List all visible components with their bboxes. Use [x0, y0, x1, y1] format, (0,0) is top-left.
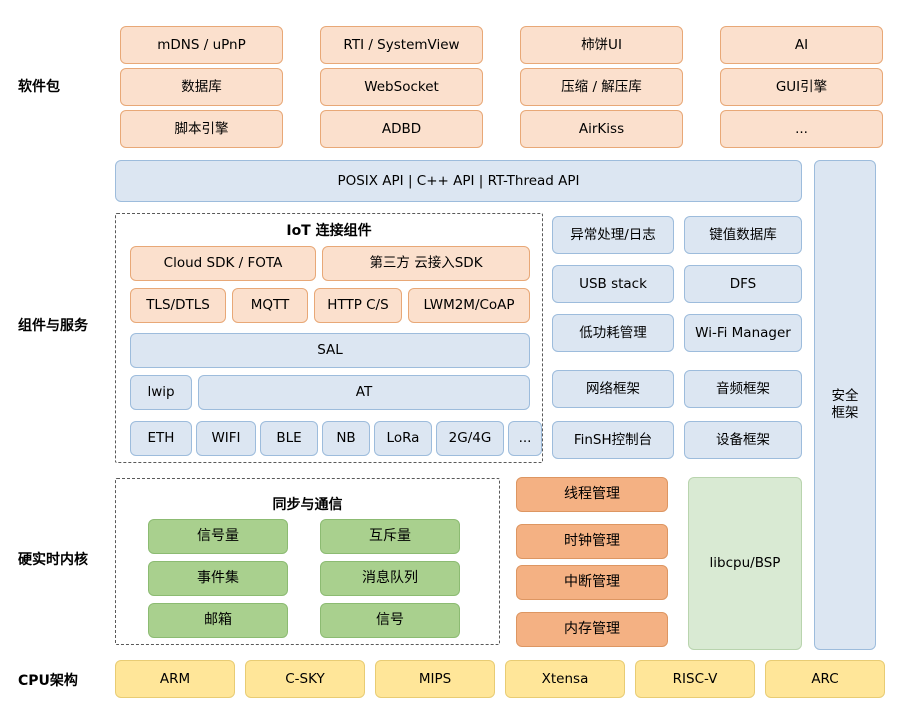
iot-connect-title: IoT 连接组件	[286, 223, 372, 239]
component-network-framework[interactable]: 网络框架	[552, 370, 674, 408]
layer-label-software-packages: 软件包	[18, 79, 60, 95]
sync-communication-group	[115, 478, 500, 645]
layer-label-cpu-arch: CPU架构	[18, 673, 78, 689]
cpu-csky[interactable]: C-SKY	[245, 660, 365, 698]
component-finsh-console[interactable]: FinSH控制台	[552, 421, 674, 459]
iot-tls-dtls[interactable]: TLS/DTLS	[130, 288, 226, 323]
package-script-engine[interactable]: 脚本引擎	[120, 110, 283, 148]
iot-more[interactable]: ...	[508, 421, 542, 456]
component-wifi-manager[interactable]: Wi-Fi Manager	[684, 314, 802, 352]
component-exception-log[interactable]: 异常处理/日志	[552, 216, 674, 254]
kernel-thread-management[interactable]: 线程管理	[516, 477, 668, 512]
package-rti-systemview[interactable]: RTI / SystemView	[320, 26, 483, 64]
kernel-mailbox[interactable]: 邮箱	[148, 603, 288, 638]
package-shibing-ui[interactable]: 柿饼UI	[520, 26, 683, 64]
package-airkiss[interactable]: AirKiss	[520, 110, 683, 148]
kernel-memory-management[interactable]: 内存管理	[516, 612, 668, 647]
kernel-signal[interactable]: 信号	[320, 603, 460, 638]
api-bar: POSIX API | C++ API | RT-Thread API	[115, 160, 802, 202]
kernel-mutex[interactable]: 互斥量	[320, 519, 460, 554]
security-framework-line2: 框架	[831, 405, 859, 421]
iot-sal[interactable]: SAL	[130, 333, 530, 368]
iot-third-party-cloud-sdk[interactable]: 第三方 云接入SDK	[322, 246, 530, 281]
iot-http-cs[interactable]: HTTP C/S	[314, 288, 402, 323]
cpu-arc[interactable]: ARC	[765, 660, 885, 698]
iot-lwip[interactable]: lwip	[130, 375, 192, 410]
component-audio-framework[interactable]: 音频框架	[684, 370, 802, 408]
iot-2g4g[interactable]: 2G/4G	[436, 421, 504, 456]
layer-label-components-services: 组件与服务	[18, 318, 88, 334]
package-websocket[interactable]: WebSocket	[320, 68, 483, 106]
iot-connect-group	[115, 213, 543, 463]
package-database[interactable]: 数据库	[120, 68, 283, 106]
iot-lora[interactable]: LoRa	[374, 421, 432, 456]
iot-wifi[interactable]: WIFI	[196, 421, 256, 456]
package-adbd[interactable]: ADBD	[320, 110, 483, 148]
component-low-power[interactable]: 低功耗管理	[552, 314, 674, 352]
component-kv-database[interactable]: 键值数据库	[684, 216, 802, 254]
package-ai[interactable]: AI	[720, 26, 883, 64]
sync-communication-title: 同步与通信	[272, 497, 343, 513]
iot-cloud-sdk-fota[interactable]: Cloud SDK / FOTA	[130, 246, 316, 281]
package-more[interactable]: ...	[720, 110, 883, 148]
iot-ble[interactable]: BLE	[260, 421, 318, 456]
package-compression[interactable]: 压缩 / 解压库	[520, 68, 683, 106]
iot-mqtt[interactable]: MQTT	[232, 288, 308, 323]
iot-at[interactable]: AT	[198, 375, 530, 410]
component-device-framework[interactable]: 设备框架	[684, 421, 802, 459]
iot-eth[interactable]: ETH	[130, 421, 192, 456]
component-dfs[interactable]: DFS	[684, 265, 802, 303]
package-mdns-upnp[interactable]: mDNS / uPnP	[120, 26, 283, 64]
cpu-arm[interactable]: ARM	[115, 660, 235, 698]
kernel-interrupt-management[interactable]: 中断管理	[516, 565, 668, 600]
kernel-clock-management[interactable]: 时钟管理	[516, 524, 668, 559]
libcpu-bsp[interactable]: libcpu/BSP	[688, 477, 802, 650]
iot-nb[interactable]: NB	[322, 421, 370, 456]
kernel-event-set[interactable]: 事件集	[148, 561, 288, 596]
security-framework-line1: 安全	[831, 388, 859, 405]
cpu-riscv[interactable]: RISC-V	[635, 660, 755, 698]
component-usb-stack[interactable]: USB stack	[552, 265, 674, 303]
package-gui-engine[interactable]: GUI引擎	[720, 68, 883, 106]
layer-label-hard-realtime-kernel: 硬实时内核	[18, 552, 88, 568]
iot-lwm2m-coap[interactable]: LWM2M/CoAP	[408, 288, 530, 323]
security-framework[interactable]: 安全 框架	[814, 160, 876, 650]
cpu-xtensa[interactable]: Xtensa	[505, 660, 625, 698]
kernel-semaphore[interactable]: 信号量	[148, 519, 288, 554]
cpu-mips[interactable]: MIPS	[375, 660, 495, 698]
kernel-message-queue[interactable]: 消息队列	[320, 561, 460, 596]
